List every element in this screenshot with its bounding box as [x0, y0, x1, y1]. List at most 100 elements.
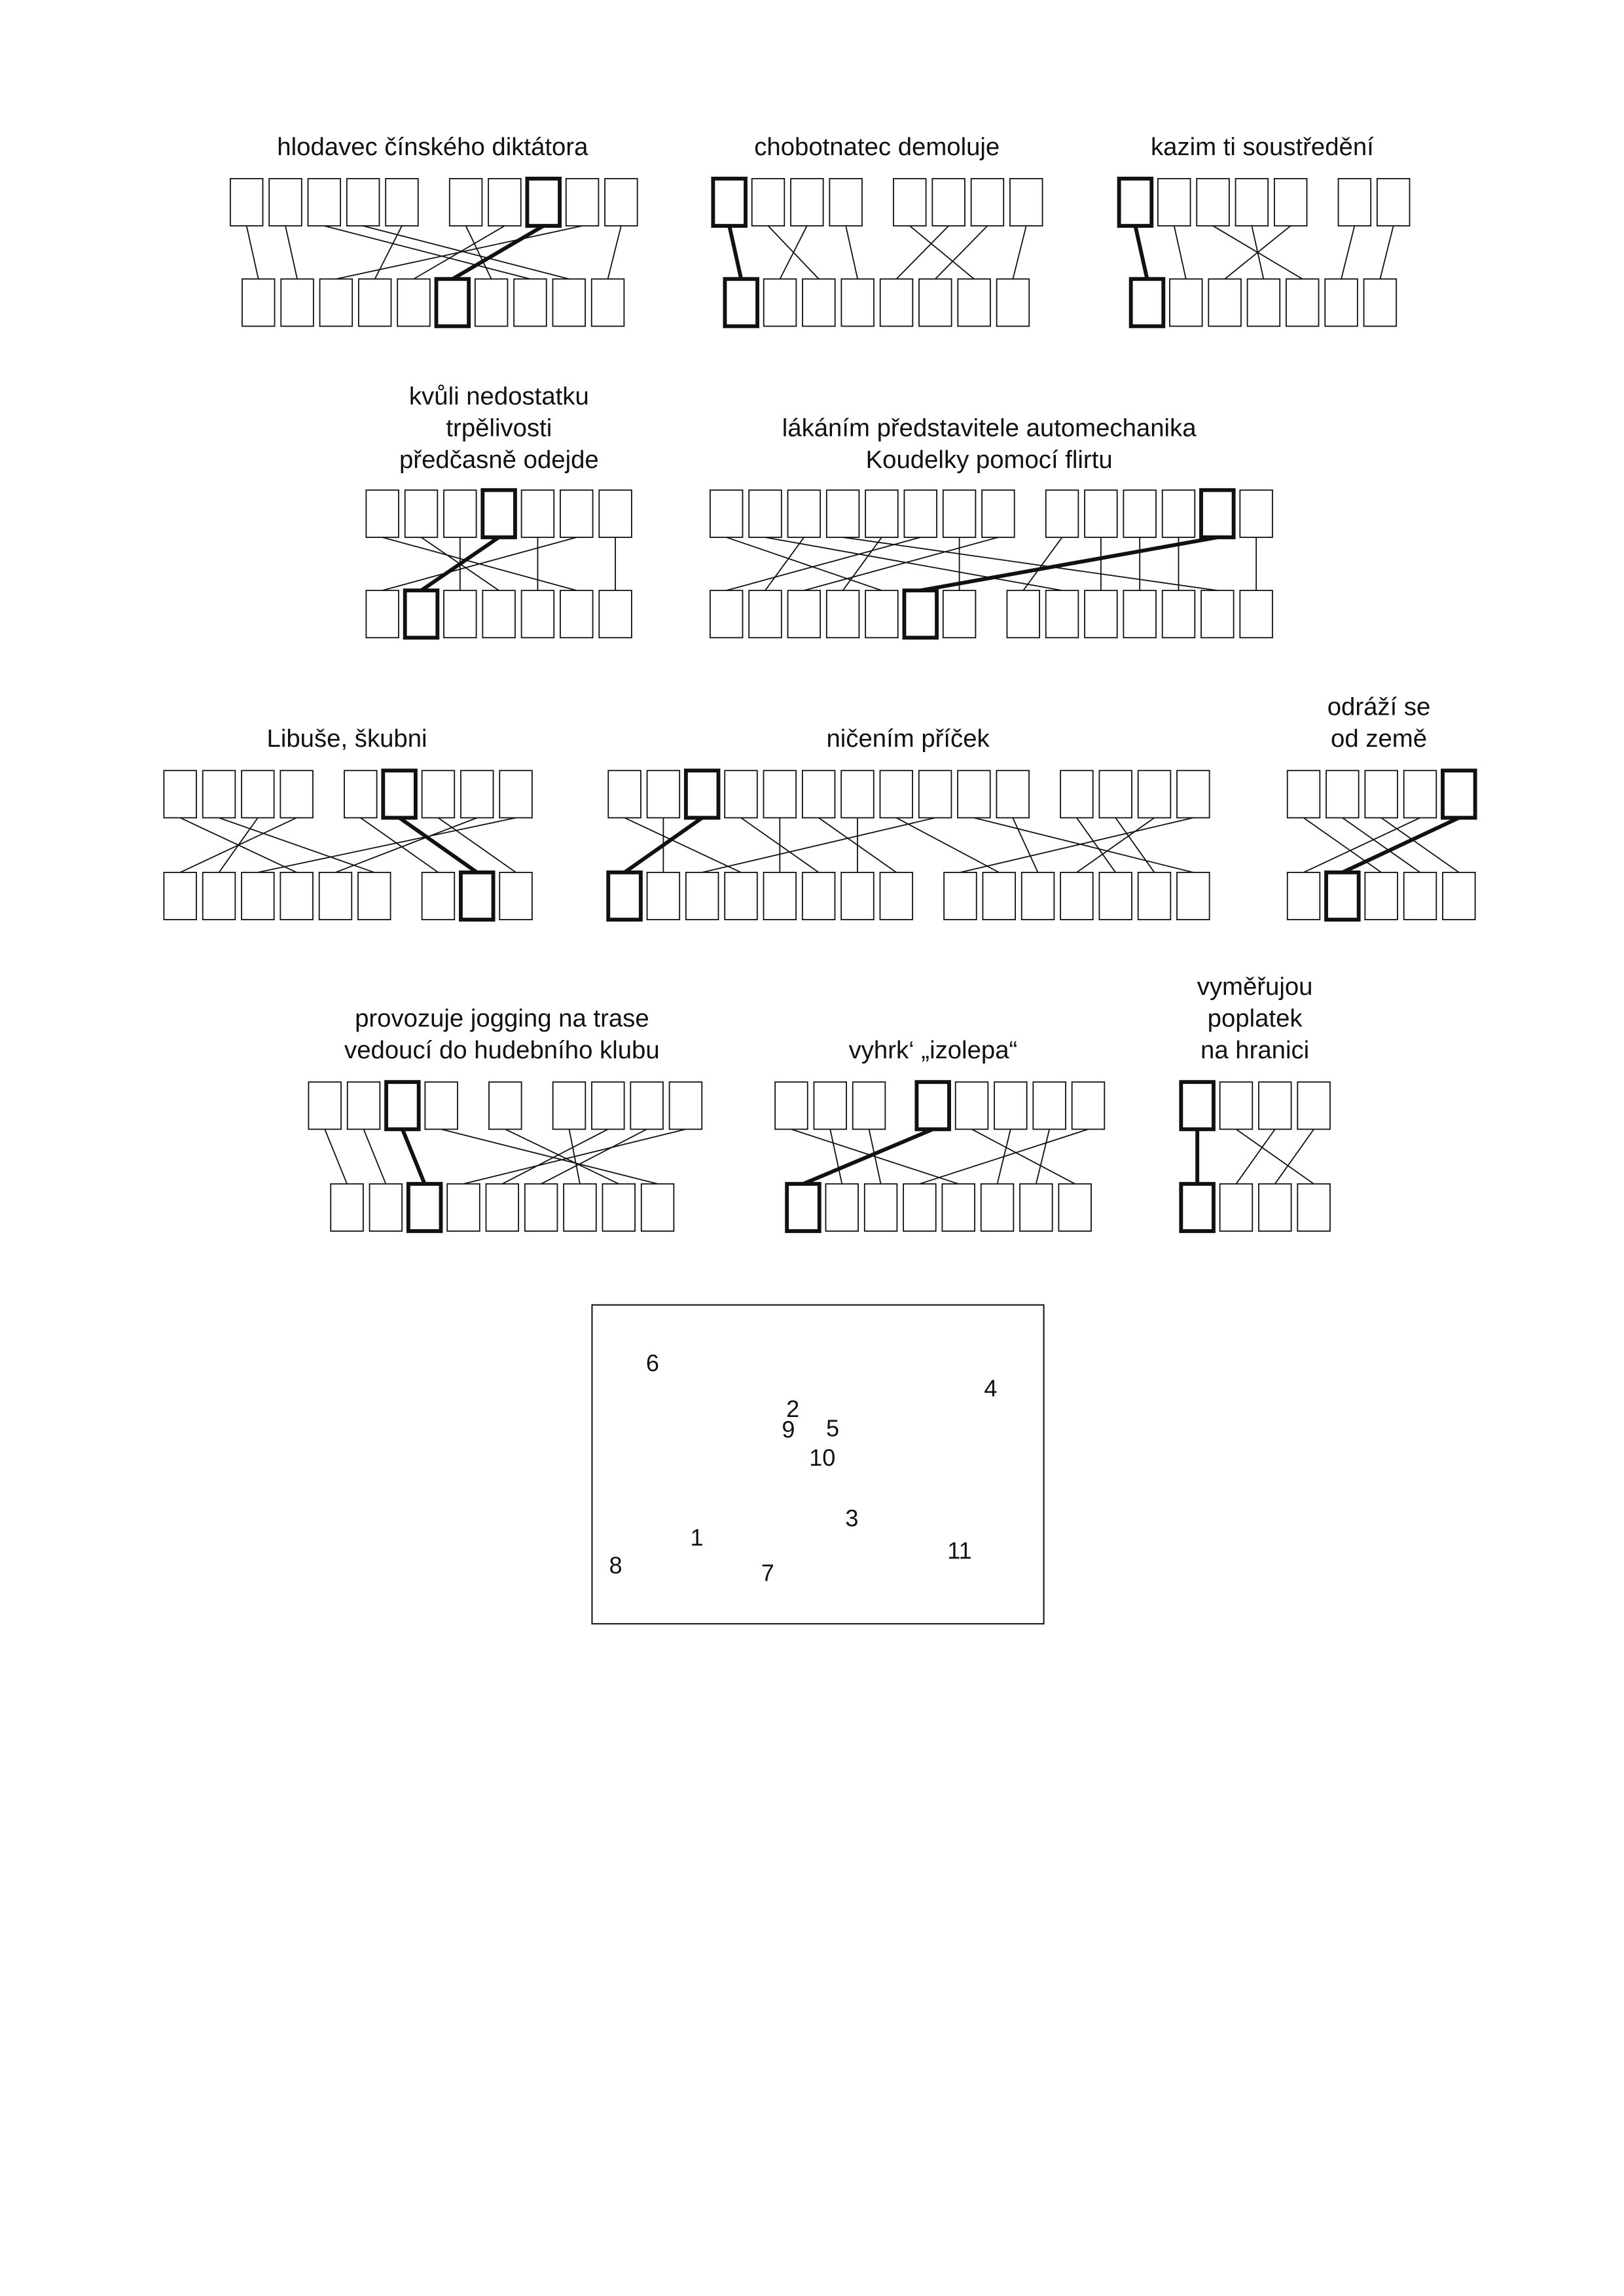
highlighted-letter-box [683, 768, 721, 820]
letter-box [591, 1081, 625, 1130]
link-line [895, 225, 949, 279]
letter-box [1337, 177, 1372, 226]
highlighted-link-line [398, 816, 478, 874]
number-grid-frame [591, 1304, 1045, 1624]
link-line [505, 1128, 619, 1185]
answer-box [825, 590, 860, 639]
answer-box [942, 590, 977, 639]
letter-box [1239, 489, 1273, 538]
letter-box [202, 770, 236, 819]
grid-number: 4 [984, 1375, 997, 1402]
answer-box [801, 872, 836, 920]
link-line [779, 225, 808, 279]
letter-box [646, 770, 681, 819]
letter-box [1273, 177, 1308, 226]
link-line [179, 817, 297, 873]
letter-box [1219, 1081, 1254, 1130]
highlighted-link-line [623, 816, 704, 874]
letter-box [1258, 1081, 1292, 1130]
link-line [465, 225, 492, 279]
highlighted-link-line [727, 225, 744, 279]
link-line [257, 817, 516, 873]
link-line [1303, 817, 1382, 873]
link-line [1380, 817, 1460, 873]
letter-box [840, 770, 875, 819]
answer-box [474, 278, 509, 327]
answer-box [552, 278, 586, 327]
answer-box [1208, 278, 1242, 327]
link-line [1235, 1128, 1276, 1185]
link-line [804, 537, 999, 592]
highlighted-link-line [401, 1128, 427, 1185]
answer-box [524, 1183, 558, 1232]
letter-box [709, 489, 744, 538]
word-puzzle: ničením příček [606, 725, 1210, 922]
letter-box [460, 770, 494, 819]
letter-box [1235, 177, 1269, 226]
letter-box [1009, 177, 1043, 226]
answer-box [763, 278, 797, 327]
letter-box [970, 177, 1005, 226]
answer-box [685, 872, 719, 920]
answer-box [840, 872, 875, 920]
answer-box [499, 872, 533, 920]
answer-box [1045, 590, 1079, 639]
link-line [501, 1128, 609, 1185]
link-line [845, 225, 859, 279]
letter-box [421, 770, 456, 819]
link-line [960, 817, 1194, 873]
answer-box [918, 278, 952, 327]
highlighted-link-line [451, 224, 545, 281]
highlighted-link-line [920, 535, 1218, 593]
answer-box [1058, 1183, 1092, 1232]
letter-box [931, 177, 965, 226]
grid-number: 2 [786, 1395, 799, 1422]
link-line [374, 225, 403, 279]
grid-number: 10 [809, 1444, 835, 1471]
highlighted-link-line [1133, 225, 1149, 279]
letter-box [280, 770, 314, 819]
letter-box [307, 177, 342, 226]
answer-box [202, 872, 236, 920]
answer-box [357, 278, 392, 327]
link-line [829, 1129, 843, 1184]
letter-box [1071, 1081, 1106, 1130]
link-line [895, 817, 1000, 873]
highlighted-letter-box [384, 1080, 421, 1132]
link-line [973, 817, 1194, 873]
answer-box [397, 278, 431, 327]
highlighted-answer-box [406, 1181, 443, 1233]
answer-box [865, 590, 899, 639]
letter-box [763, 770, 797, 819]
letter-box [1098, 770, 1132, 819]
highlighted-answer-box [723, 277, 759, 329]
answer-box [1161, 590, 1196, 639]
puzzle-clue-line: kazim ti soustředění [1151, 133, 1374, 161]
grid-number: 11 [947, 1537, 971, 1564]
puzzle-clue-line: trpělivosti [446, 414, 552, 442]
letter-box [996, 770, 1030, 819]
link-line [336, 225, 583, 280]
link-line [1303, 817, 1420, 873]
letter-box [520, 489, 555, 538]
word-puzzle: lákáním představitele automechanikaKoude… [709, 414, 1273, 640]
letter-box [813, 1081, 847, 1130]
letter-box [1161, 489, 1196, 538]
puzzle-clue-line: chobotnatec demoluje [754, 133, 1000, 161]
answer-box [330, 1183, 364, 1232]
highlighted-answer-box [1179, 1181, 1216, 1233]
word-puzzle: hlodavec čínského diktátora [229, 133, 638, 329]
answer-box [280, 278, 314, 327]
answer-box [996, 278, 1030, 327]
answer-box [879, 872, 913, 920]
puzzle-clue-line: ničením příček [826, 725, 990, 753]
letter-box [748, 489, 782, 538]
highlighted-answer-box [606, 870, 643, 922]
highlighted-answer-box [403, 588, 440, 640]
letter-box [668, 1081, 703, 1130]
answer-box [1246, 278, 1281, 327]
answer-box [1020, 872, 1055, 920]
